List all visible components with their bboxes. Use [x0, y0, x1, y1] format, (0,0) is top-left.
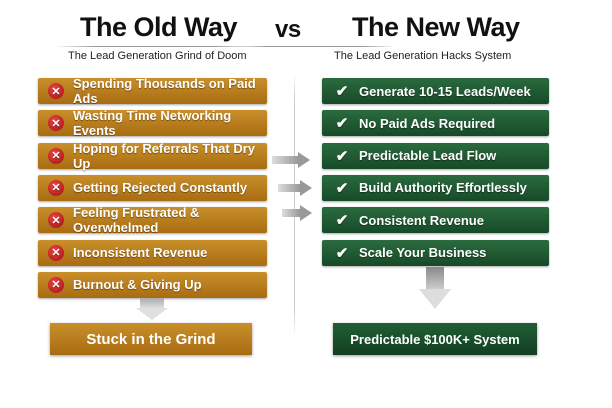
item-label: Build Authority Effortlessly [359, 180, 527, 196]
old-way-title: The Old Way [80, 12, 238, 42]
item-label: Generate 10-15 Leads/Week [359, 83, 531, 99]
checkmark-icon: ✔ [335, 244, 349, 262]
new-way-result: Predictable $100K+ System [333, 323, 537, 355]
item-label: Getting Rejected Constantly [73, 180, 248, 196]
divider-line [235, 46, 395, 47]
checkmark-icon: ✔ [335, 179, 349, 197]
old-way-result: Stuck in the Grind [50, 323, 252, 355]
new-way-title: The New Way [352, 12, 520, 42]
item-label: Consistent Revenue [359, 212, 484, 228]
checkmark-icon: ✔ [335, 212, 349, 230]
arrow-right-icon [278, 180, 312, 196]
vs-label: vs [275, 16, 301, 43]
vertical-divider [294, 72, 295, 337]
item-label: Burnout & Giving Up [73, 277, 202, 293]
item-label: Scale Your Business [359, 245, 487, 260]
x-circle-icon: ✕ [48, 212, 64, 229]
x-circle-icon: ✕ [48, 179, 64, 196]
arrow-down-icon [140, 298, 164, 308]
arrow-right-icon [272, 152, 310, 168]
item-label: Hoping for Referrals That Dry Up [73, 140, 256, 171]
item-label: Wasting Time Networking Events [73, 108, 232, 139]
new-way-item: ✔ Consistent Revenue [322, 207, 549, 234]
old-way-item: ✕ Spending Thousands on Paid Ads [38, 76, 267, 106]
arrow-down-icon [426, 267, 444, 289]
old-way-item: ✕ Hoping for Referrals That Dry Up [38, 140, 267, 171]
item-label: Spending Thousands on Paid Ads [73, 76, 256, 106]
old-way-subtitle: The Lead Generation Grind of Doom [68, 50, 247, 62]
old-way-item: ✕ Wasting Time Networking Events [38, 108, 267, 139]
old-way-item: ✕ Getting Rejected Constantly [38, 174, 267, 201]
x-circle-icon: ✕ [48, 244, 64, 261]
checkmark-icon: ✔ [335, 147, 349, 165]
old-way-item: ✕ Inconsistent Revenue [38, 239, 267, 266]
arrow-right-icon [282, 205, 312, 221]
x-circle-icon: ✕ [48, 276, 64, 293]
new-way-item: ✔ Scale Your Business [322, 239, 549, 266]
new-way-item: ✔ Predictable Lead Flow [322, 142, 549, 169]
new-way-item: ✔ No Paid Ads Required [322, 110, 549, 137]
arrow-down-icon [419, 289, 451, 309]
checkmark-icon: ✔ [335, 115, 349, 133]
checkmark-icon: ✔ [335, 83, 349, 100]
x-circle-icon: ✕ [48, 147, 64, 164]
item-label: Inconsistent Revenue [73, 245, 208, 260]
item-label: No Paid Ads Required [359, 115, 496, 131]
arrow-down-icon [136, 308, 168, 320]
new-way-item: ✔ Generate 10-15 Leads/Week [322, 78, 549, 104]
item-label: Predictable Lead Flow [359, 148, 497, 164]
item-label: Feeling Frustrated & Overwhelmed [73, 205, 200, 236]
new-way-item: ✔ Build Authority Effortlessly [322, 174, 549, 201]
new-way-subtitle: The Lead Generation Hacks System [334, 50, 512, 62]
x-circle-icon: ✕ [48, 115, 64, 132]
divider-line [55, 46, 255, 47]
old-way-item: ✕ Burnout & Giving Up [38, 271, 267, 298]
x-circle-icon: ✕ [48, 83, 64, 99]
old-way-item: ✕ Feeling Frustrated & Overwhelmed [38, 205, 267, 236]
